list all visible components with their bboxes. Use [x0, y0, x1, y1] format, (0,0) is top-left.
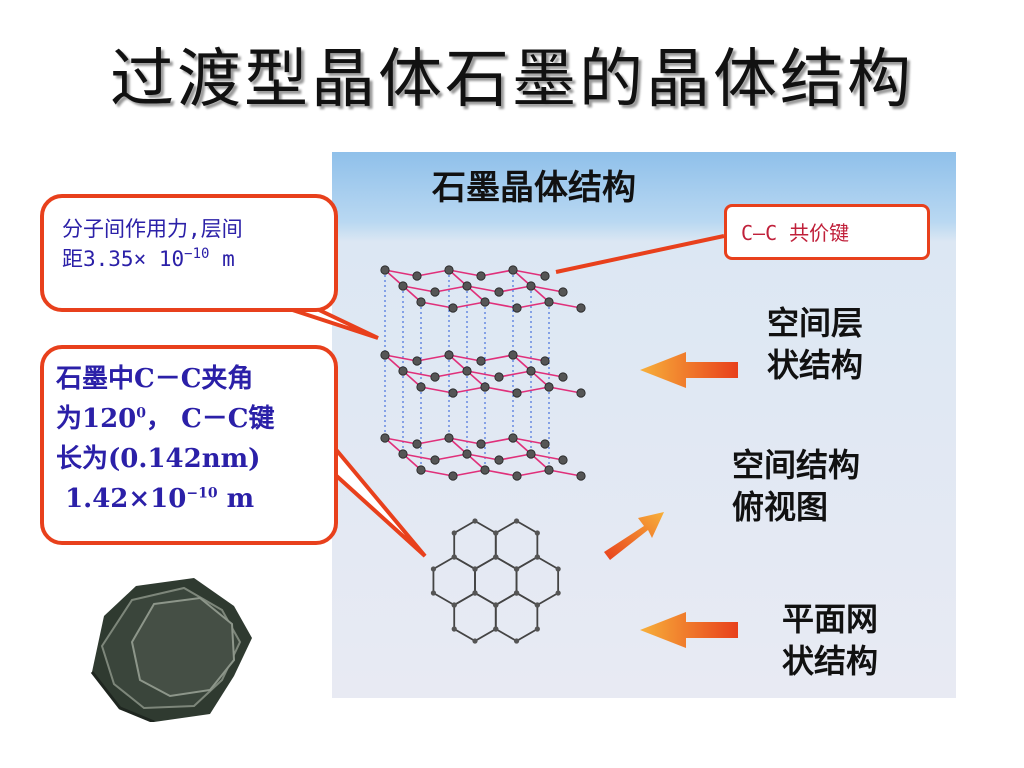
covalent-bond-callout: C—C 共价键	[724, 204, 930, 260]
bond-callout-exponent: −10	[186, 485, 218, 502]
layer-structure-label: 空间层 状结构	[767, 302, 863, 386]
bond-callout-line1: 石墨中C－C夹角	[56, 364, 254, 394]
bond-callout-unit: m	[217, 484, 255, 514]
layer-structure-label-line2: 状结构	[767, 346, 864, 384]
planar-network-label-line1: 平面网	[782, 600, 879, 638]
planar-network-label: 平面网 状结构	[782, 598, 878, 682]
top-view-label-line1: 空间结构	[732, 446, 861, 484]
top-view-label: 空间结构 俯视图	[732, 444, 860, 528]
bond-callout-line3: 长为(0.142nm)	[56, 444, 261, 474]
interlayer-callout-line2: 距3.35× 10	[62, 247, 185, 271]
top-view-label-line2: 俯视图	[732, 488, 829, 526]
slide-title: 过渡型晶体石墨的晶体结构	[110, 43, 914, 117]
bond-callout-degree: 0	[136, 405, 147, 422]
covalent-bond-label: C—C 共价键	[741, 221, 850, 245]
layer-structure-label-line1: 空间层	[767, 304, 864, 342]
bond-angle-callout: 石墨中C－C夹角 为1200， C－C键 长为(0.142nm) 1.42×10…	[40, 345, 338, 545]
panel-title: 石墨晶体结构	[432, 168, 636, 208]
bond-callout-line4: 1.42×10	[65, 484, 187, 514]
bond-callout-line2-suffix: ， C－C键	[146, 404, 275, 434]
interlayer-callout-exponent: −10	[184, 246, 210, 262]
interlayer-force-callout: 分子间作用力,层间 距3.35× 10−10 m	[40, 194, 338, 312]
bond-callout-line2-prefix: 为120	[56, 404, 137, 434]
interlayer-callout-line1: 分子间作用力,层间	[62, 217, 243, 241]
interlayer-callout-unit: m	[209, 247, 235, 271]
planar-network-label-line2: 状结构	[782, 642, 879, 680]
graphite-sample-image	[90, 578, 252, 722]
